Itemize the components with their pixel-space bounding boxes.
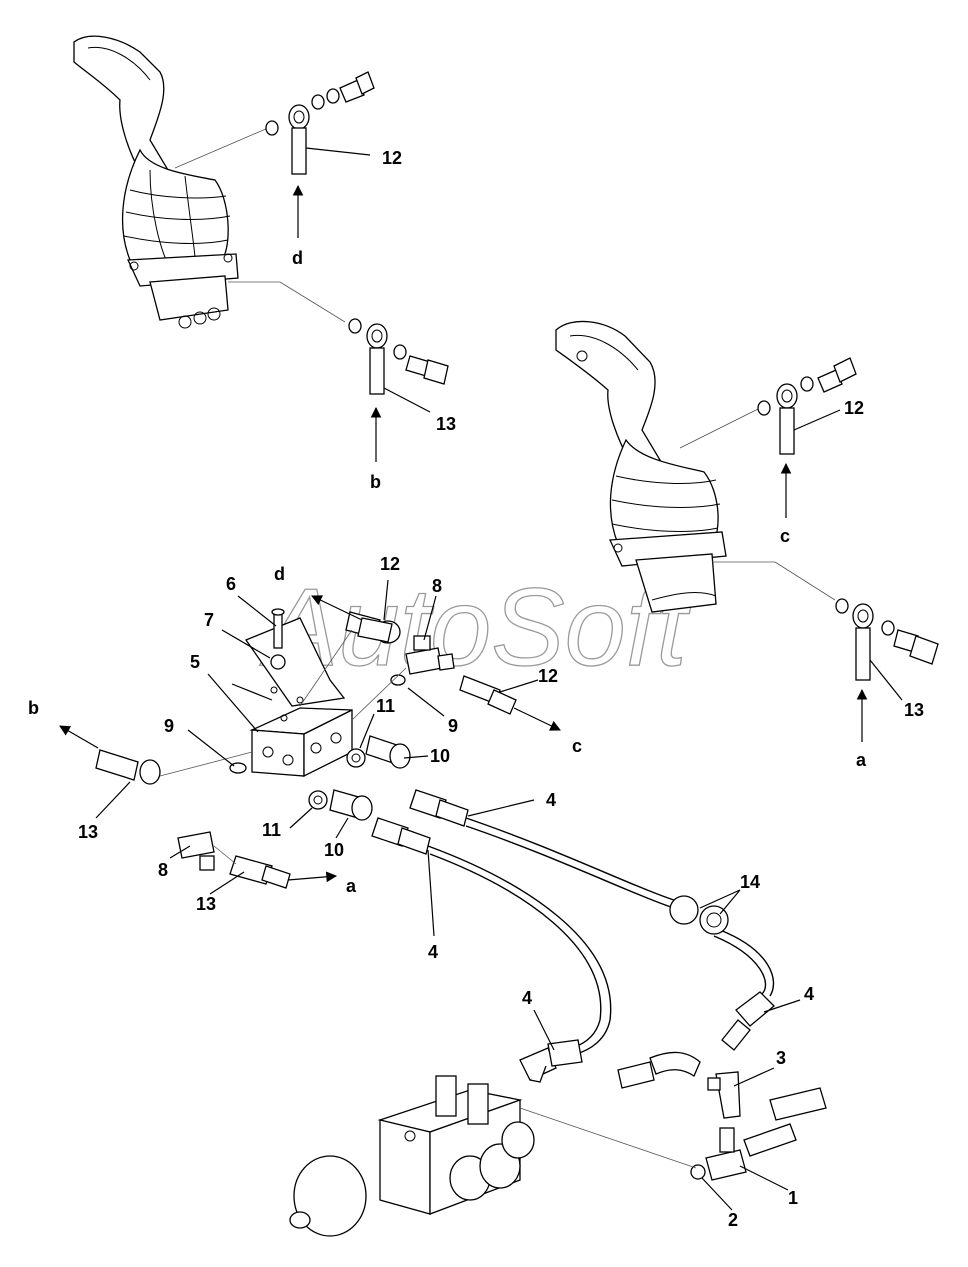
callout-10-lower: 10: [324, 840, 344, 860]
bracket-plate: [245, 617, 346, 707]
adapter-13-left-upper: [95, 749, 161, 785]
bolt-6: [271, 608, 285, 649]
port-letter-b-left: b: [28, 698, 39, 718]
callout-5: 5: [190, 652, 200, 672]
adapter-12-center: [345, 611, 401, 644]
callout-4-upper: 4: [546, 790, 556, 810]
tee-fitting-8-lower: [177, 831, 215, 871]
adapter-10-lower: [329, 789, 373, 821]
callout-7: 7: [204, 610, 214, 630]
callout-9-right: 9: [448, 716, 458, 736]
callout-13-right: 13: [904, 700, 924, 720]
right-joystick: [555, 320, 727, 613]
callout-6: 6: [226, 574, 236, 594]
adapter-12-right: [459, 675, 517, 715]
callout-11-upper: 11: [376, 696, 395, 716]
washer-11-lower: [308, 790, 328, 810]
port-letter-b-top: b: [370, 472, 381, 492]
hose-elbow-4-lower-left: [519, 1039, 583, 1083]
callout-4-lower-left: 4: [522, 988, 532, 1008]
callout-14: 14: [740, 872, 760, 892]
port-letter-a-mid: a: [346, 876, 357, 896]
adapter-13-left-lower: [229, 855, 291, 889]
rod-end-12-right: [757, 357, 857, 455]
hose-end-4-upper: [409, 789, 469, 827]
port-letter-a-right: a: [856, 750, 867, 770]
rod-end-13-top-left: [348, 318, 449, 395]
rod-end-12-top-left: [265, 71, 375, 175]
main-valve-assembly: [289, 1075, 535, 1237]
callout-12-top-left: 12: [382, 148, 402, 168]
callout-9-left: 9: [164, 716, 174, 736]
callout-8-upper: 8: [432, 576, 442, 596]
callout-13-left-upper: 13: [78, 822, 98, 842]
watermark-text: AutoSoft: [259, 566, 691, 689]
callout-3: 3: [776, 1048, 786, 1068]
callout-8-lower: 8: [158, 860, 168, 880]
oring-2: [690, 1164, 706, 1180]
callout-10-upper: 10: [430, 746, 450, 766]
tee-fitting-8-upper: [405, 635, 455, 675]
callout-13-top-left: 13: [436, 414, 456, 434]
callout-12-mid: 12: [380, 554, 400, 574]
callout-12-right-mid: 12: [538, 666, 558, 686]
callout-13-left-lower: 13: [196, 894, 216, 914]
port-letter-c-right: c: [780, 526, 790, 546]
adapter-10-upper: [365, 735, 411, 769]
callout-4-middle: 4: [428, 942, 438, 962]
port-letter-d-top: d: [292, 248, 303, 268]
callout-12-right: 12: [844, 398, 864, 418]
hose-elbow-4-lower-right: [721, 991, 775, 1051]
callout-4-lower-right: 4: [804, 984, 814, 1004]
tee-fitting-3: [617, 1051, 741, 1119]
callout-1: 1: [788, 1188, 798, 1208]
washer-11-upper: [346, 748, 366, 768]
tee-fitting-1: [705, 1087, 827, 1181]
port-letter-c-mid: c: [572, 736, 582, 756]
hose-end-4-lower: [371, 817, 431, 855]
oring-9-upper: [390, 674, 406, 686]
left-joystick: [73, 35, 239, 329]
protective-sleeve-14: [669, 895, 729, 935]
callout-11-lower: 11: [262, 820, 281, 840]
valve-block-5: [249, 707, 353, 778]
rod-end-13-right: [835, 598, 939, 681]
callout-2: 2: [728, 1210, 738, 1230]
port-letter-d-mid: d: [274, 564, 285, 584]
washer-7: [270, 654, 286, 670]
